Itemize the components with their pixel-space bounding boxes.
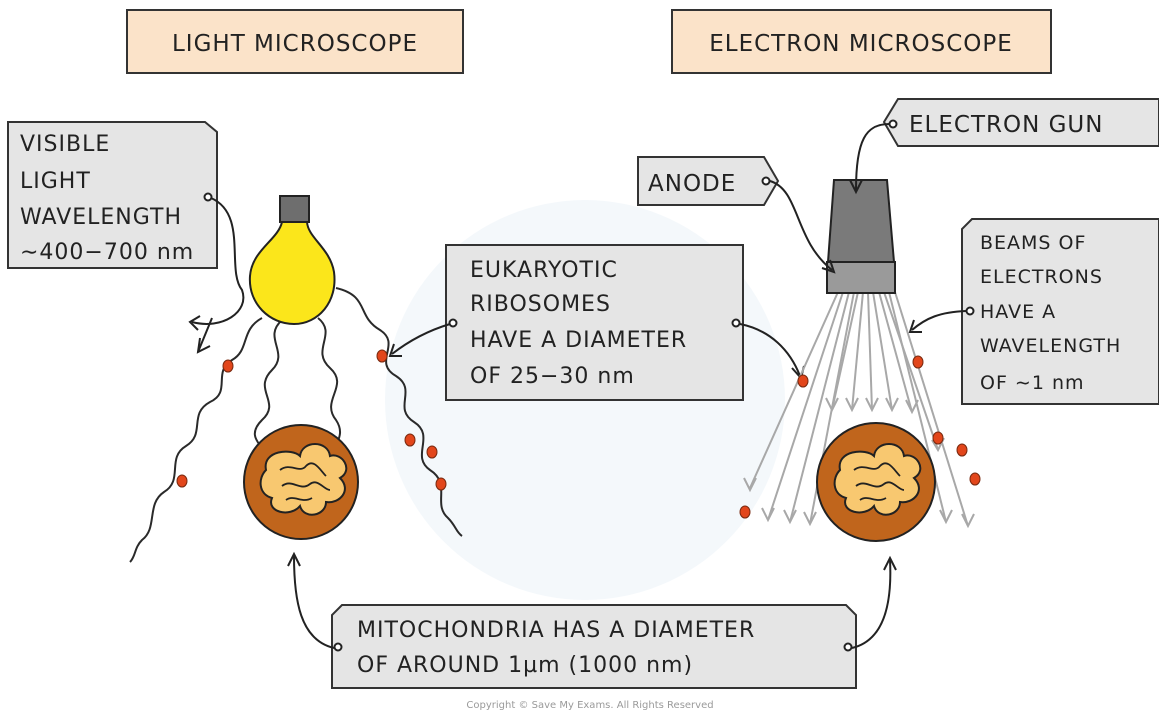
ribosomes-left: [176, 349, 447, 491]
anode-arrow: [761, 176, 836, 274]
electron-beam: [789, 291, 850, 523]
electron-beam: [851, 291, 864, 411]
ribosome: [932, 431, 944, 445]
light-bulb-icon: [248, 195, 336, 326]
electron-beam: [872, 291, 893, 411]
light-wave-4: [335, 287, 463, 537]
electron-gun-label: ELECTRON GUN: [909, 112, 1103, 138]
mitochondria-arrows: [287, 551, 897, 652]
ribosome: [435, 477, 447, 491]
ribosomes-line-2: RIBOSOMES: [470, 292, 611, 317]
ribosomes-line-4: OF 25−30 nm: [470, 364, 635, 389]
anode-label: ANODE: [648, 171, 736, 197]
electron-beam: [883, 291, 939, 451]
visible-light-label-box: VISIBLE LIGHT WAVELENGTH ∼400−700 nm: [7, 121, 218, 269]
ribosome: [739, 505, 751, 519]
visible-light-line-4: ∼400−700 nm: [20, 240, 194, 265]
visible-light-line-3: WAVELENGTH: [20, 205, 182, 230]
electron-gun-icon: [826, 179, 896, 294]
ribosome: [404, 433, 416, 447]
electron-microscope-title: ELECTRON MICROSCOPE: [709, 31, 1013, 57]
beams-line-2: ELECTRONS: [980, 266, 1103, 288]
mitochondria-line-2: OF AROUND 1µm (1000 nm): [357, 653, 693, 678]
beams-label-box: BEAMS OF ELECTRONS HAVE A WAVELENGTH OF …: [961, 218, 1159, 405]
light-microscope-title-box: LIGHT MICROSCOPE: [126, 9, 464, 74]
electron-beam: [831, 291, 859, 411]
visible-light-arrow: [188, 192, 245, 354]
mitochondrion-left-icon: [243, 424, 359, 540]
beams-line-4: WAVELENGTH: [980, 335, 1121, 357]
light-wave-1: [129, 317, 263, 563]
ribosome: [912, 355, 924, 369]
ribosome: [176, 474, 188, 488]
ribosomes-label-box: EUKARYOTIC RIBOSOMES HAVE A DIAMETER OF …: [445, 244, 744, 401]
ribosome: [969, 472, 981, 486]
ribosome: [797, 374, 809, 388]
visible-light-line-2: LIGHT: [20, 169, 91, 194]
light-microscope-title: LIGHT MICROSCOPE: [172, 31, 418, 57]
copyright-text: Copyright © Save My Exams. All Rights Re…: [466, 700, 713, 711]
electron-microscope-title-box: ELECTRON MICROSCOPE: [671, 9, 1052, 74]
ribosome: [426, 445, 438, 459]
electron-beam: [894, 291, 969, 527]
anode-label-box: ANODE: [637, 156, 780, 206]
electron-beam: [767, 291, 844, 521]
ribosome: [956, 443, 968, 457]
beams-line-5: OF ∼1 nm: [980, 372, 1085, 394]
ribosome: [222, 359, 234, 373]
electron-beam: [867, 291, 873, 411]
electron-gun-label-box: ELECTRON GUN: [882, 98, 1159, 147]
electron-beam: [888, 291, 947, 523]
ribosomes-right: [739, 355, 981, 519]
beams-arrow: [908, 306, 975, 333]
mitochondrion-right-icon: [816, 422, 936, 542]
beams-line-3: HAVE A: [980, 301, 1056, 323]
ribosomes-line-3: HAVE A DIAMETER: [470, 328, 687, 353]
light-waves: [129, 287, 463, 563]
ribosomes-line-1: EUKARYOTIC: [470, 258, 618, 283]
electron-beam: [878, 291, 913, 413]
electron-beam: [749, 291, 839, 489]
electron-gun-arrow: [849, 119, 898, 195]
visible-light-line-1: VISIBLE: [20, 132, 110, 157]
light-wave-3: [317, 317, 342, 447]
mitochondria-label-box: MITOCHONDRIA HAS A DIAMETER OF AROUND 1µ…: [331, 604, 857, 689]
beams-line-1: BEAMS OF: [980, 232, 1086, 254]
mitochondria-line-1: MITOCHONDRIA HAS A DIAMETER: [357, 618, 755, 643]
light-wave-2: [253, 319, 283, 453]
ribosome: [376, 349, 388, 363]
